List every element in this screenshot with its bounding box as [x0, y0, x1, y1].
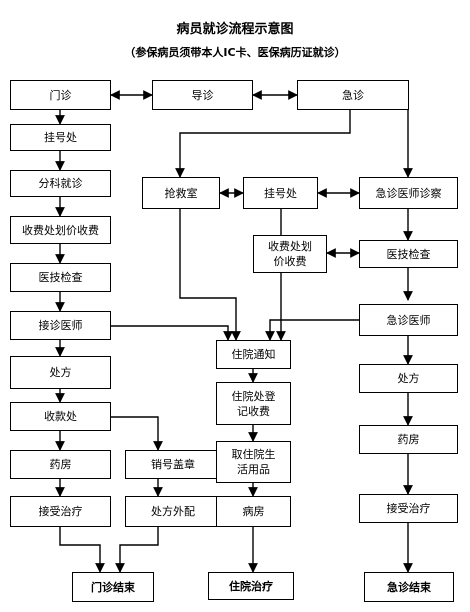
node-em-consult: 急诊医师诊察 [359, 177, 458, 209]
node-cashier: 收款处 [10, 402, 111, 431]
node-receive-treatment: 接受治疗 [10, 496, 111, 527]
node-registration: 挂号处 [10, 124, 111, 151]
node-rescue-room: 抢救室 [142, 177, 220, 209]
node-em-prescription: 处方 [359, 364, 458, 393]
node-admission-notice: 住院通知 [216, 340, 291, 369]
node-lab-exam: 医技检查 [10, 263, 111, 292]
node-external-rx: 处方外配 [125, 496, 221, 527]
node-emergency-end: 急诊结束 [364, 572, 454, 602]
node-em-lab-exam: 医技检查 [359, 240, 458, 268]
node-outpatient-end: 门诊结束 [72, 572, 154, 602]
node-triage: 分科就诊 [10, 170, 111, 197]
node-inpatient-end: 住院治疗 [208, 572, 294, 600]
node-emergency: 急诊 [297, 80, 409, 110]
node-cancel-stamp: 销号盖章 [125, 450, 221, 479]
node-em-doctor: 急诊医师 [359, 304, 458, 336]
node-ward: 病房 [216, 496, 291, 527]
node-attending-doctor: 接诊医师 [10, 311, 111, 340]
node-fee-pricing: 收费处划价收费 [10, 216, 111, 244]
node-em-pharmacy: 药房 [359, 425, 458, 454]
node-guide: 导诊 [152, 80, 253, 110]
node-pharmacy: 药房 [10, 450, 111, 479]
node-em-treatment: 接受治疗 [359, 494, 458, 523]
page-title: 病员就诊流程示意图 [176, 22, 294, 37]
node-outpatient: 门诊 [10, 80, 111, 110]
node-prescription: 处方 [10, 356, 111, 389]
node-admission-register: 住院处登 记收费 [216, 382, 291, 425]
node-em-registration: 挂号处 [243, 177, 318, 209]
node-supplies: 取住院生 活用品 [216, 441, 291, 483]
page-subtitle: （参保病员须带本人IC卡、医保病历证就诊） [124, 46, 346, 59]
node-em-fee: 收费处划 价收费 [253, 235, 327, 273]
